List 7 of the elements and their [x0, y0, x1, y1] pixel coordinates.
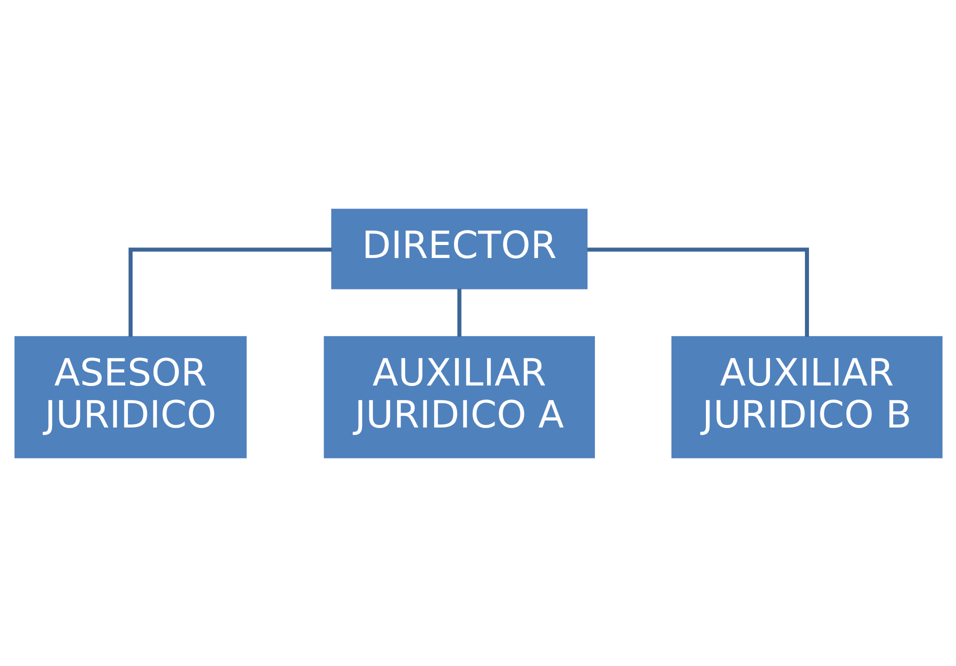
node-box: DIRECTOR [330, 208, 588, 289]
connector [128, 247, 332, 336]
connector [456, 288, 461, 336]
node-box: ASESOR JURIDICO [14, 336, 246, 458]
node-box: AUXILIAR JURIDICO A [323, 336, 594, 458]
connector [586, 247, 808, 336]
node-box: AUXILIAR JURIDICO B [670, 336, 942, 458]
